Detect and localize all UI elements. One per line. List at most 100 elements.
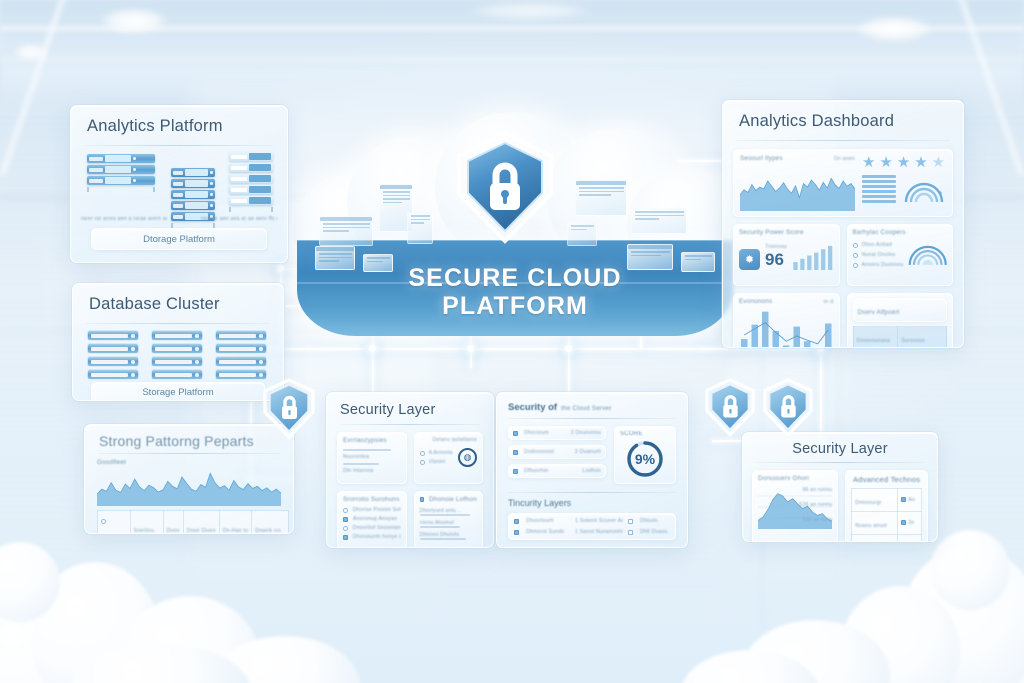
analytics-platform-footer-button[interactable]: Dtorage Platform	[91, 228, 267, 250]
panel-security-layer-right[interactable]: Security Layer Donuouerv Ghori 96 an run…	[742, 432, 938, 542]
table-cell-label: Gunliolulun	[851, 534, 899, 541]
globe-shield-icon: ✹	[739, 249, 760, 270]
wire-drop-security-cloud	[568, 348, 570, 392]
star-icon[interactable]: ★	[896, 154, 911, 171]
dashboard-table-card[interactable]: Dserv Alfpoerl DonnrnunanaSurovousDrhnoi…	[846, 293, 953, 347]
panel-title-strong-pattern-reports: Strong Pattorng Peparts	[99, 433, 254, 449]
sub-row-checkbox-2[interactable]	[628, 518, 633, 524]
sub-row-label: Dhonrlourh	[526, 518, 554, 524]
cloud-micro-card-8	[575, 180, 627, 216]
card-line: A Arnonia	[428, 450, 453, 456]
cloud-title-line-2: PLATFORM	[442, 292, 588, 320]
card-line: Dln Inlarona	[343, 468, 374, 474]
dashboard-star-rating[interactable]: ★★★★★	[862, 155, 946, 170]
card-heading: Delanu qulatilanis	[432, 437, 477, 443]
divider	[98, 453, 280, 454]
divider	[86, 323, 270, 324]
table-cell-value[interactable]: 5.4	[897, 534, 922, 541]
server-rack-group-1	[87, 154, 155, 192]
star-icon[interactable]: ★	[879, 154, 893, 171]
row-checkbox[interactable]	[513, 430, 518, 436]
table-cell: Dn-Han to	[218, 510, 253, 533]
chart-tick: 516 av runu	[802, 517, 833, 523]
shield-badge-right-2[interactable]	[762, 378, 814, 438]
cloud-micro-card-10	[567, 222, 597, 246]
sub-row-checkbox[interactable]	[514, 518, 519, 524]
dashboard-top-card[interactable]: Seoourl Ilypes Ori anen ★★★★★	[733, 149, 953, 217]
kpi-value: 96	[765, 250, 784, 269]
security-of-cloud-row[interactable]: Dodooooool 3 Ouanurh	[508, 445, 606, 459]
sub-row-label: Dhmorni Sunds	[526, 529, 565, 535]
security-of-cloud-row[interactable]: Dfhuorhie Lodhon	[508, 464, 606, 478]
sub-row-checkbox-2[interactable]	[628, 529, 633, 535]
bar-card-title: Evonunons	[739, 298, 773, 305]
panel-security-of-cloud[interactable]: Security of the Cloud Server Dhocioum 3 …	[496, 392, 688, 548]
row-checkbox[interactable]	[513, 449, 518, 455]
database-cluster-footer-button[interactable]: Storage Platform	[91, 382, 265, 400]
star-icon[interactable]: ★	[862, 154, 876, 171]
security-layers-subtable: Dhonrlourh 1 Sokent Scuner Arllshnuroe D…	[508, 513, 676, 540]
table-card-title: Advanced Technos	[853, 475, 921, 484]
panel-analytics-dashboard[interactable]: Analytics Dashboard Seoourl Ilypes Ori a…	[722, 100, 964, 348]
card-line: Vlanini	[428, 459, 446, 465]
table-cell-label: Dnnonurgr	[851, 488, 899, 512]
top-card-sub: Ori anen	[833, 155, 855, 162]
sub-row-mid: 1 Sanot Nunanonhi Dnonioul	[575, 529, 623, 535]
dashboard-bar-card[interactable]: Evonunons or-d	[733, 293, 840, 347]
db-stack-2	[151, 330, 203, 380]
security-layer-card-2[interactable]: Delanu qulatilanis A Arnonia Vlanini ◍	[413, 432, 483, 484]
sub-row-checkbox[interactable]	[514, 529, 519, 535]
row-value: 3 Dnunonnu	[570, 430, 601, 436]
panel-title-analytics-dashboard: Analytics Dashboard	[739, 112, 895, 130]
panel-security-layer-center[interactable]: Security Layer Evrrlaozypsies Nuurontea.…	[326, 392, 494, 548]
arc-gauge-icon	[904, 177, 944, 203]
secure-cloud-graphic: SECURE CLOUD PLATFORM	[275, 112, 755, 342]
sub-row-right: Dhfi Dvaso.	[640, 529, 670, 535]
row-value: 3 Ouanurh	[574, 449, 601, 455]
panel-analytics-platform[interactable]: Analytics Platform	[70, 105, 288, 263]
security-layer-right-chart-card[interactable]: Donuouerv Ghori 96 an runnu 526 an runnu…	[752, 470, 839, 541]
cloud-micro-card-1	[315, 246, 355, 270]
row-checkbox[interactable]	[513, 468, 518, 474]
cloud-base-band	[297, 240, 733, 336]
arc-card-title: Barhylac Coopers	[852, 229, 906, 236]
security-of-cloud-title-rest: the Cloud Server	[561, 405, 612, 412]
panel-strong-pattern-reports[interactable]: Strong Pattorng Peparts Goodfleet Dhonit…	[84, 424, 294, 534]
security-layer-card-4[interactable]: Dhonoie Lofhonoe Dhorlyurd anlu .. nornu…	[413, 491, 483, 547]
shield-badge-right-1[interactable]	[704, 378, 756, 438]
security-of-cloud-row[interactable]: Dhocioum 3 Dnunonnu	[508, 426, 606, 440]
chart-tick: 96 an runnu	[802, 487, 833, 493]
dashboard-kpi-card[interactable]: Security Power Score ✹ Tnonnou 96	[733, 224, 840, 286]
table-cell-value[interactable]: 3n	[897, 511, 922, 535]
foreground-cloud-left	[0, 540, 380, 683]
shield-badge-left[interactable]	[262, 378, 316, 440]
card-heading: Dhonoie Lofhonoe	[429, 496, 477, 503]
row-value: Lodhon	[582, 468, 601, 474]
card-line: Dhonoiunln honye iuon	[352, 534, 401, 540]
chart-analytics-dashboard	[740, 165, 855, 211]
striped-bars-icon	[862, 175, 896, 203]
divider	[736, 140, 950, 141]
wire-bus-main	[280, 348, 712, 350]
dashboard-arc-card[interactable]: Barhylac Coopers Dhon Anitad Nunai Onoln…	[846, 224, 953, 286]
foreground-cloud-right	[680, 530, 1024, 683]
wire-node-4	[467, 345, 474, 352]
score-caption: SCORE	[620, 431, 643, 437]
score-value: 9%	[634, 451, 656, 467]
table-cell-label: Nuanu anuol	[851, 511, 899, 535]
row-label: Dodooooool	[524, 449, 554, 455]
star-icon[interactable]: ★	[931, 154, 946, 171]
chart-tick: 526 an runnu	[799, 502, 833, 508]
security-layer-card-1[interactable]: Evrrlaozypsies Nuurontea. Dln Inlarona	[337, 432, 407, 484]
shield-lock-icon	[453, 130, 557, 244]
security-layer-card-3[interactable]: Srorrotio Surohuns Dhorise Pnonni Sohou …	[337, 491, 407, 547]
star-icon[interactable]: ★	[914, 154, 928, 171]
table-cell: Snerlinu	[129, 510, 164, 533]
panel-database-cluster[interactable]: Database Cluster Storage	[72, 283, 284, 401]
circular-badge-icon: ◍	[458, 448, 477, 467]
table-header-cell: Surovous	[897, 326, 947, 347]
table-cell: Dhonitur	[97, 510, 131, 533]
card-heading: Srorrotio Surohuns	[343, 496, 400, 503]
table-cell-value[interactable]: Ao	[897, 488, 922, 512]
